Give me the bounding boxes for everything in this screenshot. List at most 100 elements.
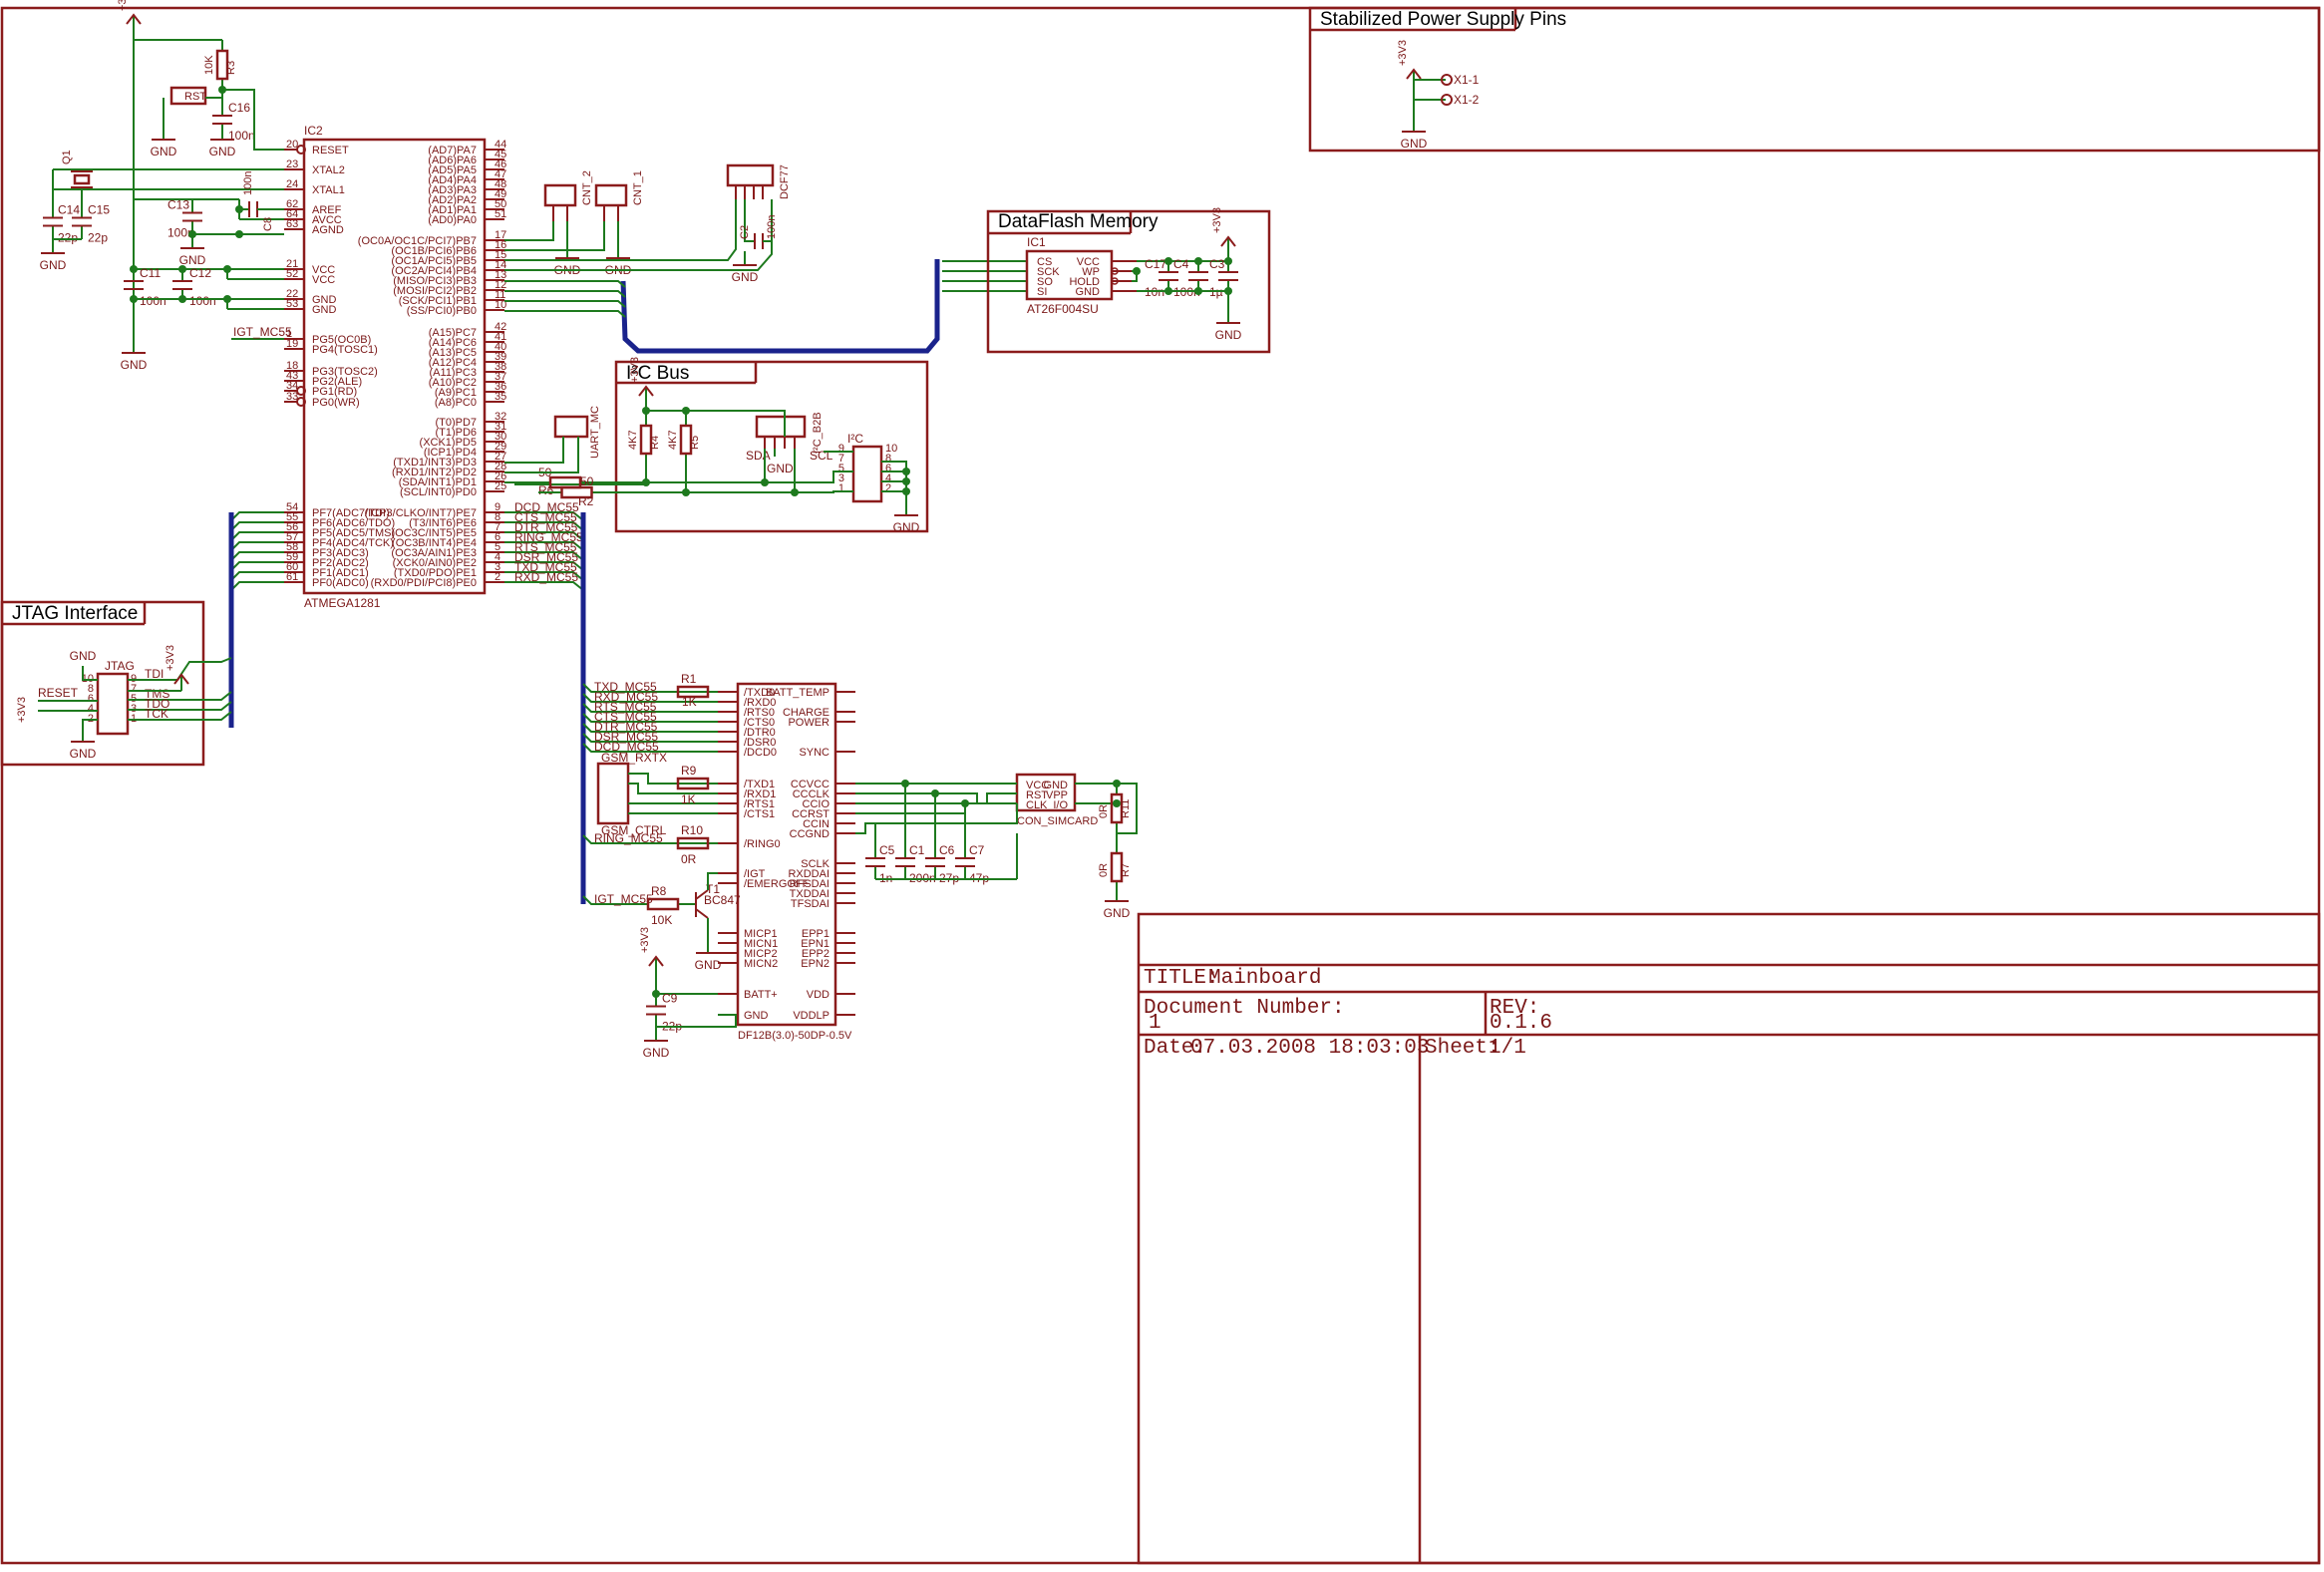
ground-label: GND <box>732 270 759 284</box>
pe-net-label: TXD_MC55 <box>514 560 577 574</box>
mcu-pin-number: 64 <box>286 208 298 220</box>
dcf-gnd <box>744 199 755 242</box>
title-value: Mainboard <box>1208 967 1321 990</box>
mcu-pin-number: 25 <box>495 480 506 492</box>
revision-value: 0.1.6 <box>1490 1012 1552 1035</box>
x1-2-wire <box>1413 99 1446 122</box>
gsm-pin-name: /TXD1 <box>744 779 775 790</box>
jtag-signal-wire <box>128 711 232 721</box>
resistor-body <box>646 897 680 911</box>
mcu-pin-name: (A9)PC1 <box>435 387 477 399</box>
gsm-pin-name: /TXD0 <box>744 687 775 699</box>
ground-label: GND <box>1104 906 1131 920</box>
sheet-value: 1/1 <box>1489 1037 1526 1060</box>
ring-net-label: RING_MC55 <box>594 831 663 845</box>
mcu-pin-number: 44 <box>495 139 506 151</box>
mcu-pin-name: PF2(ADC2) <box>312 557 369 569</box>
gsm-pin-name: CCRST <box>792 808 830 820</box>
mcu-pin-name: (XCK1)PD5 <box>420 437 477 449</box>
junction-dot <box>901 780 909 787</box>
mcu-pin-number: 9 <box>495 501 500 513</box>
mcu-pin-number: 43 <box>286 370 298 382</box>
junction-dot <box>223 295 231 303</box>
junction-dot <box>642 478 650 486</box>
gsm-pin-name: TFSDAI <box>791 898 830 910</box>
junction-dot <box>961 799 969 807</box>
pe-net-label: RXD_MC55 <box>514 570 578 584</box>
junction-dot <box>652 990 660 998</box>
mcu-pin-name: (AD5)PA5 <box>428 164 477 176</box>
mcu-pin-number: 60 <box>286 561 298 573</box>
pf-net-wire <box>230 581 284 591</box>
junction-dot <box>1113 780 1121 787</box>
supply-label: +3V3 <box>165 645 176 671</box>
gsm-net-label: CTS_MC55 <box>594 710 657 724</box>
gsm-header <box>596 762 630 825</box>
mcu-pin-number: 1 <box>286 328 292 340</box>
gsm-pin-name: /CTS1 <box>744 808 775 820</box>
mcu-pin-number: 15 <box>495 249 506 261</box>
resistor-ref: R11 <box>1120 799 1132 818</box>
resistor-ref: R7 <box>1120 863 1132 877</box>
mcu-pin-name: PF6(ADC6/TDO) <box>312 517 395 529</box>
capacitor-ref: C16 <box>228 101 250 115</box>
jtag-signal-label: TDO <box>145 697 169 711</box>
junction-dot <box>1113 799 1121 807</box>
spi-wire <box>504 280 626 288</box>
header-pin-num: 4 <box>885 472 891 484</box>
jtag-header <box>96 672 130 736</box>
mcu-pin-name: (T1)PD6 <box>435 427 477 439</box>
uart-mc-header <box>553 415 589 439</box>
mcu-pin-number: 21 <box>286 258 298 270</box>
junction-dot <box>178 295 186 303</box>
gsm-pin-name: CCGND <box>790 828 830 840</box>
cnt2-header <box>543 183 577 207</box>
mcu-pin-number: 26 <box>495 471 506 482</box>
mcu-pin-number: 22 <box>286 288 298 300</box>
capacitor-ref: C9 <box>662 992 678 1006</box>
header-pin-num: 3 <box>838 472 844 484</box>
gsm-pin-name: EPN2 <box>801 958 830 970</box>
pf-net-wire <box>230 571 284 581</box>
gsm-net-wire <box>582 703 718 713</box>
gsm-pin-name: SYNC <box>799 747 830 759</box>
gsm-pin-name: /EMERGOFF <box>744 878 810 890</box>
title-block-frame <box>1137 912 2321 1565</box>
gsm-pin-name: CCIN <box>803 818 830 830</box>
supply-arrow <box>126 13 142 25</box>
transistor-value: BC847 <box>704 893 741 907</box>
junction-dot <box>1224 257 1232 265</box>
gsm-pin-name: CCVCC <box>791 779 830 790</box>
mcu-pin-number: 35 <box>495 391 506 403</box>
mcu-pin-number: 27 <box>495 451 506 463</box>
capacitor-value: 100n <box>167 226 194 240</box>
mcu-pin-number: 13 <box>495 269 506 281</box>
junction-dot <box>1133 267 1141 275</box>
pf-net-wire <box>230 541 284 551</box>
mcu-pin-name: PF1(ADC1) <box>312 567 369 579</box>
pf-net-wire <box>230 561 284 571</box>
mcu-pin-number: 63 <box>286 218 298 230</box>
gsm-net-wire <box>582 743 718 753</box>
gsm-pin-name: GND <box>744 1010 769 1022</box>
resistor-value: 4K7 <box>667 430 679 450</box>
mcu-pin-number: 16 <box>495 239 506 251</box>
mcu-pin-name: PF5(ADC5/TMS) <box>312 527 395 539</box>
mcu-pin-name: (SCK/PCI1)PB1 <box>399 295 477 307</box>
header-pin-num: 1 <box>838 482 844 494</box>
capacitor-ref: C3 <box>1209 257 1225 271</box>
jtag-frame <box>0 600 205 767</box>
mcu-pin-number: 3 <box>495 561 500 573</box>
mcu-pin-name: XTAL2 <box>312 164 345 176</box>
gsm-pin-name: /RTS0 <box>744 707 775 719</box>
transistor-collector <box>695 889 709 900</box>
pf-net-wire <box>230 551 284 561</box>
simcard-value: CON_SIMCARD <box>1017 815 1098 827</box>
gsm-pin-name: /RXD1 <box>744 788 776 800</box>
gsm-net-label: RTS_MC55 <box>594 700 657 714</box>
capacitor-value: 100n <box>766 215 778 239</box>
gsm-pin-name: BATT_TEMP <box>766 687 830 699</box>
i2c-frame <box>614 360 929 533</box>
mcu-pin-number: 54 <box>286 501 298 513</box>
ccclk <box>855 792 1017 804</box>
